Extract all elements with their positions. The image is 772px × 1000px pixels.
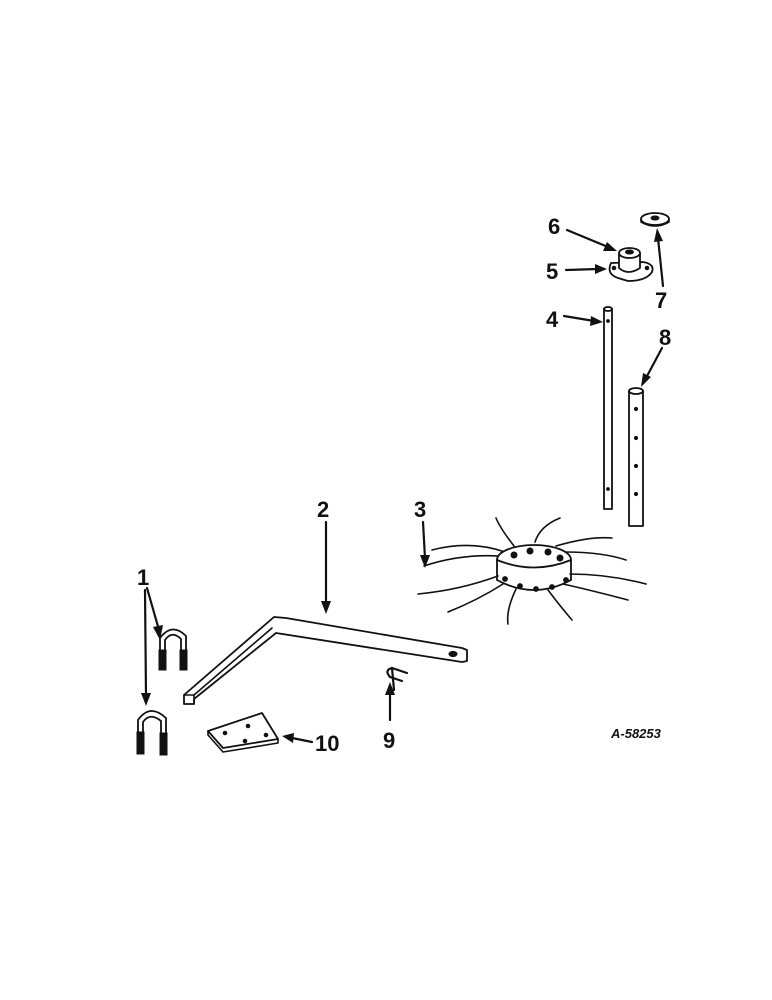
part-6-bearing-hub: [608, 247, 654, 282]
part-1-u-bolt-upper: [158, 628, 188, 671]
part-2-bar: [183, 616, 468, 705]
callout-8: 8: [659, 325, 671, 350]
callout-2: 2: [317, 497, 329, 522]
part-4-shaft: [603, 306, 613, 510]
callout-7: 7: [655, 288, 667, 313]
callout-9: 9: [383, 728, 395, 753]
part-10-plate: [207, 712, 279, 753]
callout-5: 5: [546, 259, 558, 284]
part-1-u-bolt-lower: [136, 710, 168, 756]
callout-1: 1: [137, 565, 149, 590]
callout-6: 6: [548, 214, 560, 239]
part-7-washer: [640, 212, 670, 227]
callout-10: 10: [315, 731, 339, 756]
part-3-spider-wheel: [417, 517, 647, 625]
callout-3: 3: [414, 497, 426, 522]
reference-code: A-58253: [610, 726, 662, 741]
part-8-tube: [628, 387, 644, 527]
callout-labels: 1 2 3 4 5 6 7 8 9 10: [137, 214, 671, 756]
callout-4: 4: [546, 307, 559, 332]
leader-lines: [141, 228, 665, 744]
part-9-clip: [386, 666, 409, 692]
